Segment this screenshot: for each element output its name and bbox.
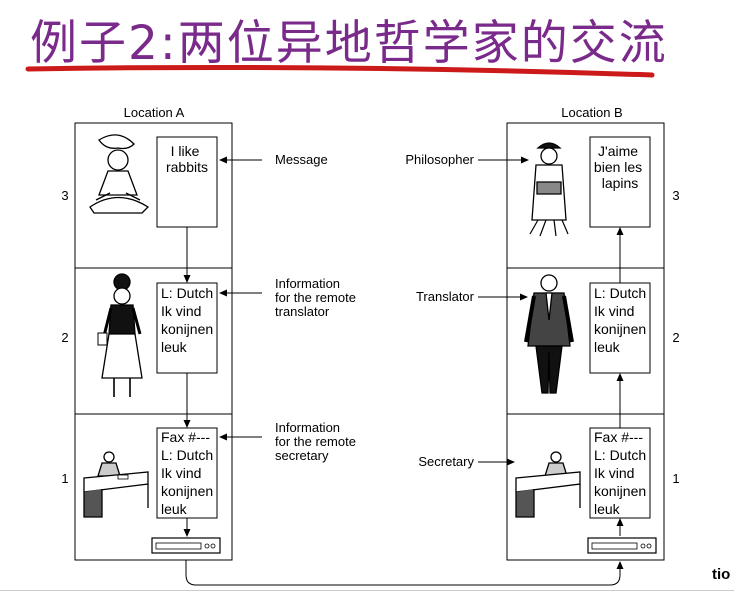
title-underline <box>25 64 655 78</box>
transmission-link <box>185 560 624 586</box>
note-a2 <box>156 282 218 374</box>
note-a1-text: Fax #--- L: Dutch Ik vind konijnen leuk <box>161 429 217 517</box>
layer-b1-box <box>506 413 665 561</box>
location-b-label: Location B <box>561 105 622 120</box>
note-b2-text: L: Dutch Ik vind konijnen leuk <box>594 285 650 355</box>
fax-machine-b <box>587 537 657 554</box>
translator-b-figure <box>524 274 574 394</box>
note-a2-text: L: Dutch Ik vind konijnen leuk <box>161 285 217 355</box>
note-b3-text: J'aime bien les lapins <box>594 143 646 191</box>
layer-a1-box <box>74 413 233 561</box>
message-label: Message <box>275 152 328 167</box>
secretary-b-figure <box>515 451 581 518</box>
note-b2 <box>589 282 651 374</box>
layer-number-3-right: 3 <box>672 188 679 203</box>
secretary-label: Secretary <box>418 454 474 469</box>
note-a3-text: I like rabbits <box>166 143 208 175</box>
bottom-divider <box>0 590 734 591</box>
layer-number-1-right: 1 <box>672 471 679 486</box>
philosopher-b-figure <box>529 142 569 237</box>
info-translator-label: Information for the remote translator <box>275 276 360 319</box>
note-b1-text: Fax #--- L: Dutch Ik vind konijnen leuk <box>594 429 650 517</box>
translator-a-figure <box>97 273 143 397</box>
translator-label: Translator <box>416 289 475 304</box>
layer-number-3-left: 3 <box>61 188 68 203</box>
layer-number-2-right: 2 <box>672 330 679 345</box>
note-b3 <box>589 136 651 228</box>
note-a1 <box>156 427 218 519</box>
fax-machine-a <box>151 537 221 554</box>
layer-number-1-left: 1 <box>61 471 68 486</box>
secretary-a-figure <box>83 451 149 518</box>
note-a3 <box>156 136 218 228</box>
location-a-stack <box>74 122 233 561</box>
footer-fragment: tio <box>712 566 731 583</box>
page-title: 例子2:两位异地哲学家的交流 <box>30 16 668 71</box>
philosopher-label: Philosopher <box>405 152 474 167</box>
location-a-label: Location A <box>124 105 185 120</box>
location-b-stack <box>506 122 665 561</box>
philosopher-a-figure <box>89 134 150 214</box>
layer-number-2-left: 2 <box>61 330 68 345</box>
info-secretary-label: Information for the remote secretary <box>275 420 360 463</box>
